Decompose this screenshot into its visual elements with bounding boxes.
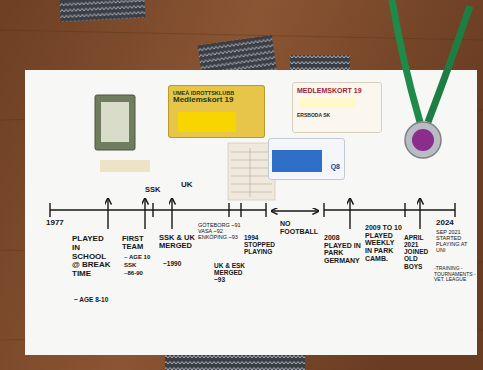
handwritten-label: SEP 2021 STARTED PLAYING AT UNI [436,229,474,253]
medal-centre [412,129,434,151]
redaction [300,98,356,108]
redaction [178,112,236,132]
handwritten-label: NO FOOTBALL [280,220,324,235]
membership-card: UMEÅ IDROTTSKLUBBMedlemskort 19 [168,85,265,138]
coaster [59,0,145,22]
handwritten-label: FIRST TEAM [122,235,158,252]
card-text: Medlemskort 19 [173,96,260,105]
handwritten-label: ~86-90 [124,270,158,277]
card-text: MEDLEMSKORT 19 [297,87,377,95]
receipt-rows [231,148,272,197]
lanyard [392,0,420,122]
handwritten-label: SSK [124,262,158,269]
paper-slip [100,160,150,172]
handwritten-label: SSK & UK MERGED [159,234,197,251]
paper-sheet [25,70,477,355]
card-text: Q8 [273,163,340,171]
handwritten-label: 2008 PLAYED IN PARK GERMANY [324,234,362,265]
card-body [268,138,345,180]
medal [405,122,441,158]
lanyard [428,6,470,122]
booklet [95,95,135,150]
card-text: ERSBODA SK [297,113,377,119]
handwritten-label: -TRAINING -TOURNAMENTS -VET. LEAGUE [434,266,476,283]
handwritten-label: 1994 STOPPED PLAYING [244,234,279,255]
membership-card: Q8 [268,138,345,180]
booklet-face [101,102,129,142]
handwritten-label: ~ AGE 8-10 [74,296,110,303]
handwritten-label: ~ AGE 10 [124,254,158,261]
handwritten-label: UK [181,181,201,190]
card-body [168,85,265,138]
handwritten-label: 2009 TO 10 PLAYED WEEKLY IN PARK CAMB. [365,224,403,262]
redaction [272,150,322,172]
handwritten-label: UK & ESK MERGED ~93 [214,262,248,283]
handwritten-label: 2024 [436,219,466,228]
handwritten-label: PLAYED IN SCHOOL @ BREAK TIME [72,235,112,279]
handwritten-label: 1977 [46,219,76,228]
membership-card: MEDLEMSKORT 19 ERSBODA SK [292,82,382,133]
handwritten-label: ~1990 [163,260,195,267]
card-body [292,82,382,133]
handwritten-label: APRIL 2021 JOINED OLD BOYS [404,234,434,270]
handwritten-label: GÖTEBORG ~91 VASA ~92 ENKÖPING ~93 [198,222,244,240]
handwritten-label: SSK [145,186,169,194]
